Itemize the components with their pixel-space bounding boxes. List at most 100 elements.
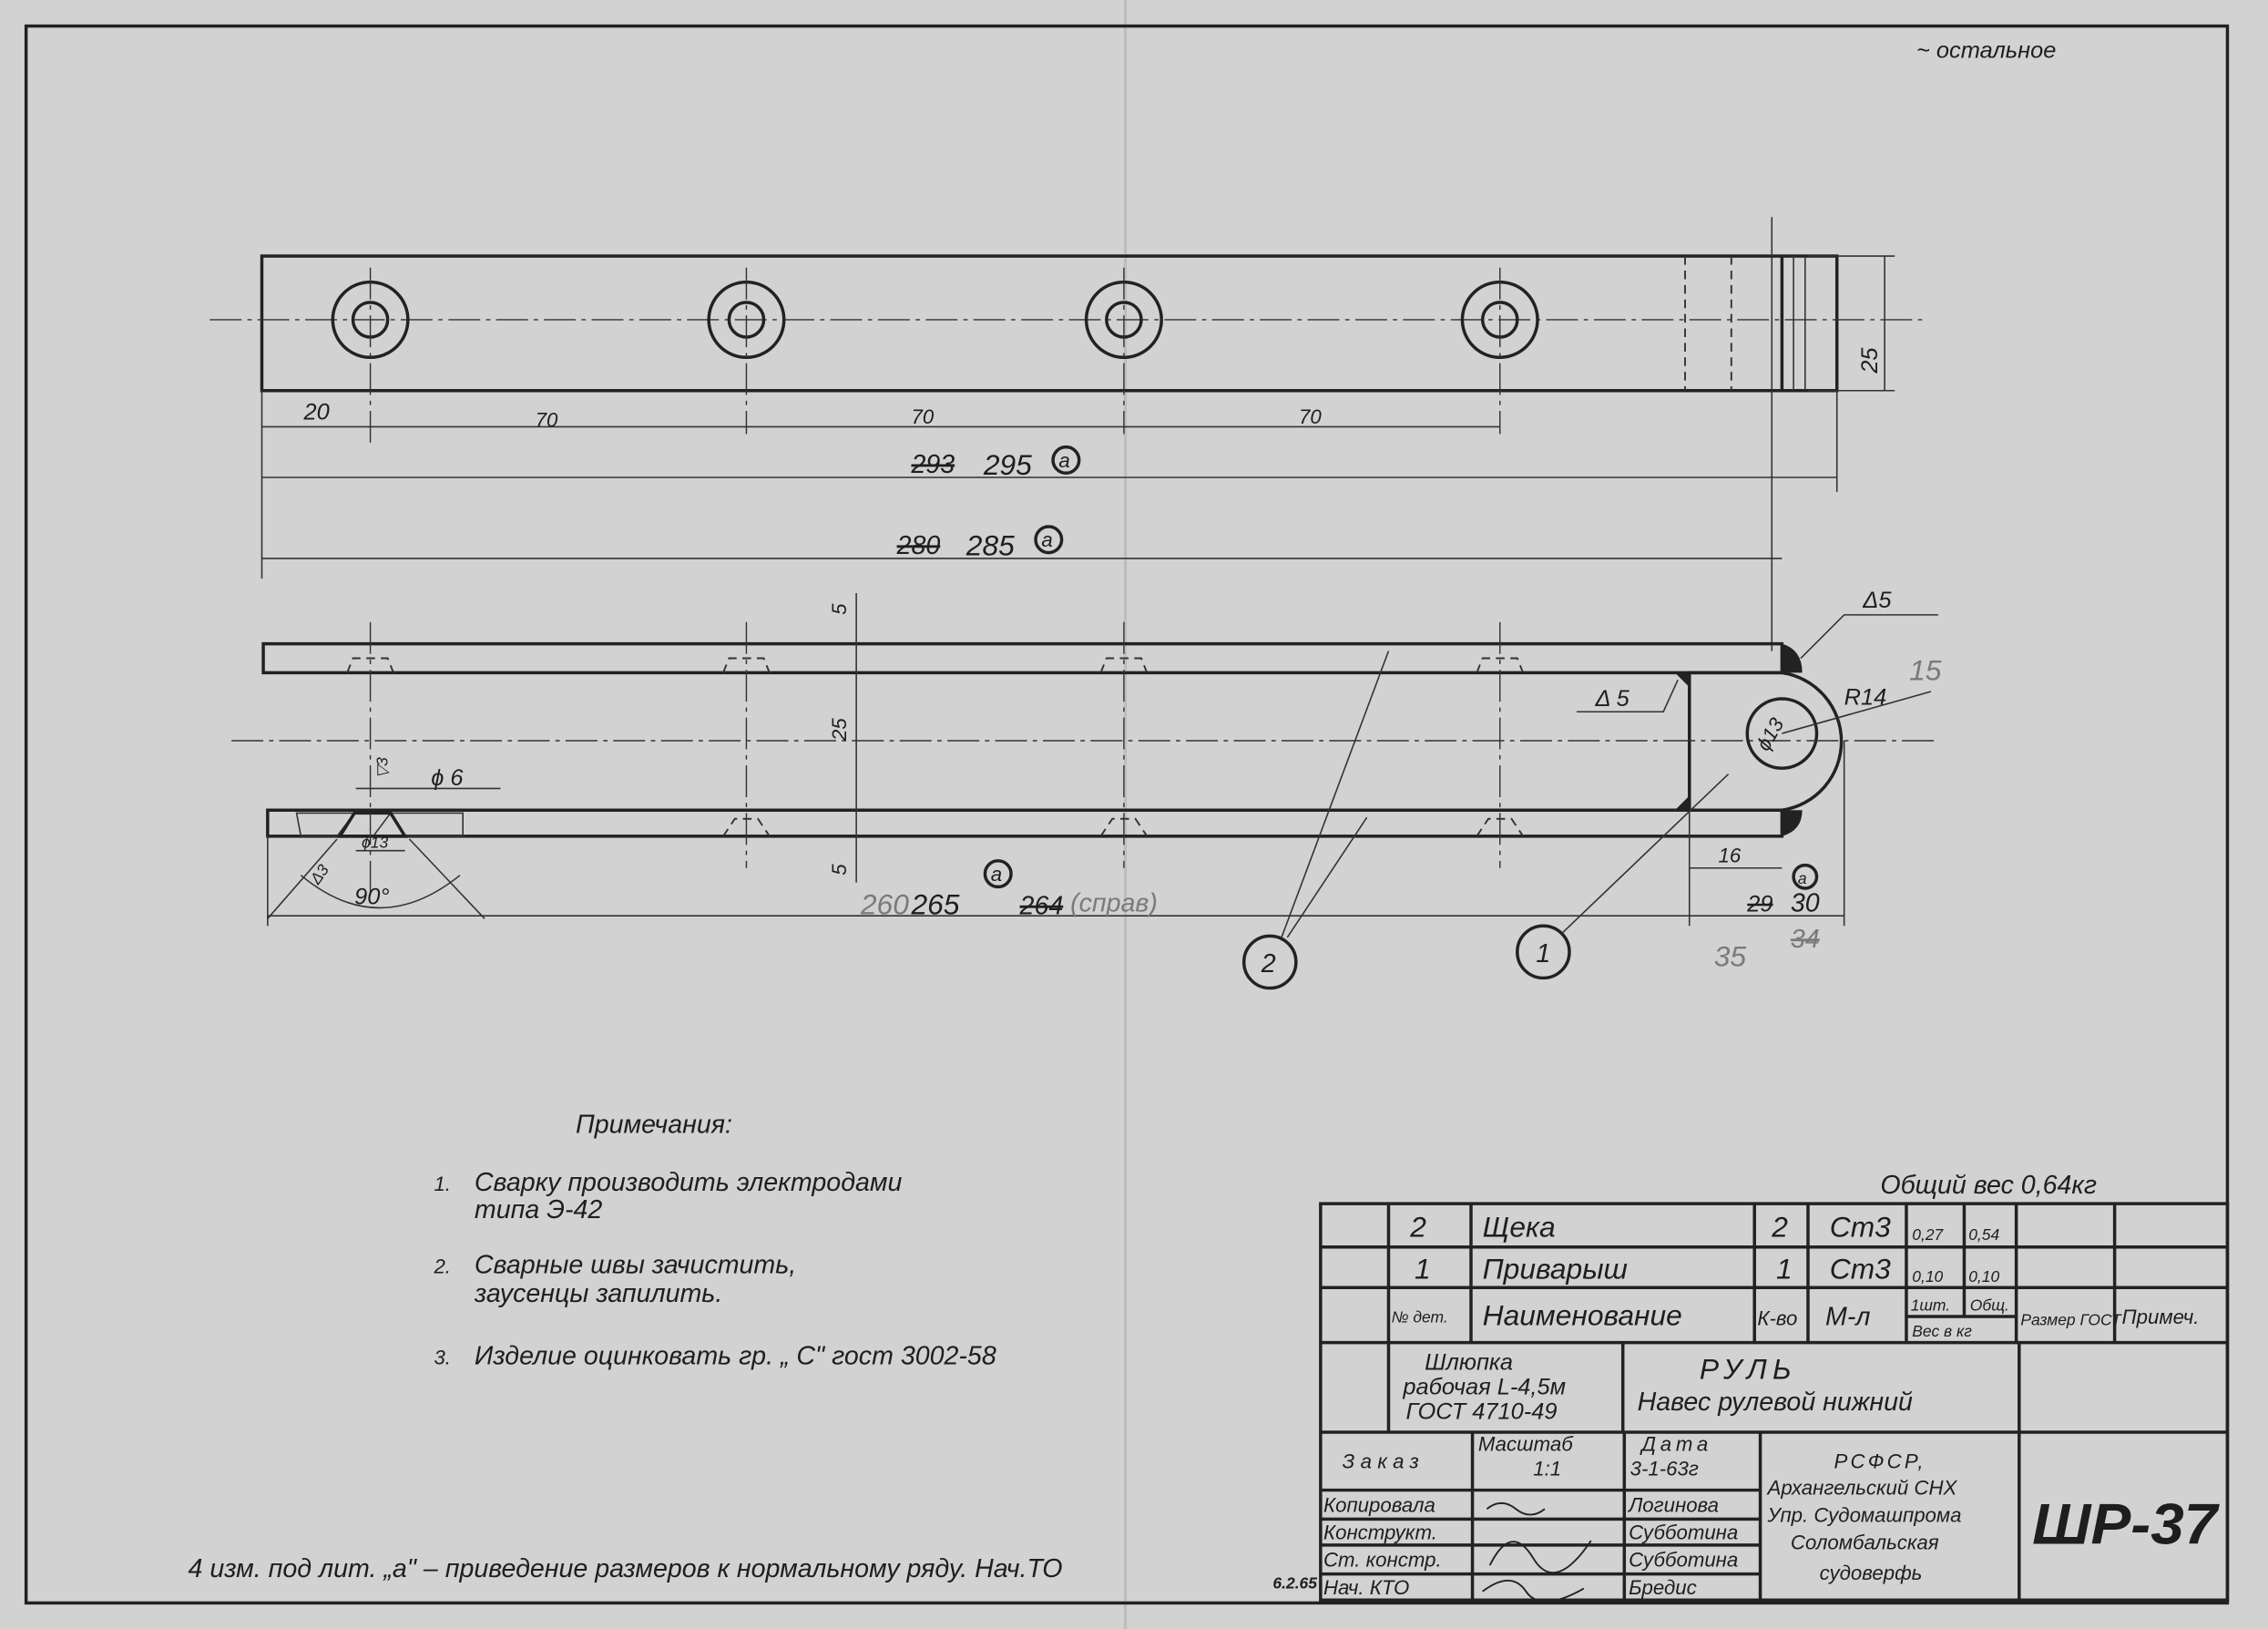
signatures: Копировала Логинова Конструкт. Субботина… [1323,1493,1738,1603]
svg-text:судоверфь: судоверфь [1820,1562,1923,1584]
svg-text:Сварку производить электрод: Сварку производить электродами [475,1168,903,1197]
corner-note: ~ остальное [1916,38,2056,64]
parts-row: 1 Приварыш 1 Ст3 0,10 0,10 [1415,1253,1999,1286]
dim-25: 25 [828,718,851,742]
dim-20: 20 [303,399,330,425]
svg-text:РСФСР,: РСФСР, [1834,1450,1926,1473]
drawing-border [24,24,2230,1605]
svg-text:Ст. констр.: Ст. констр. [1323,1549,1442,1572]
svg-text:a: a [991,863,1002,886]
dim-cs-bottom: ϕ13 [362,834,388,852]
pencil-correction: 34 [1791,925,1820,954]
svg-text:1.: 1. [434,1173,451,1195]
revision-date: 6.2.65 [1272,1574,1317,1593]
pencil-correction: 15 [1909,653,1942,686]
svg-text:Бредис: Бредис [1629,1576,1697,1599]
svg-text:1:1: 1:1 [1533,1458,1561,1480]
dim-16: 16 [1719,844,1742,866]
dim-70: 70 [1299,405,1322,428]
svg-text:Конструкт.: Конструкт. [1323,1521,1437,1544]
svg-text:заусенцы запилить.: заусенцы запилить. [474,1279,722,1308]
dim-30: 30 [1791,888,1820,917]
svg-text:рабочая L-4,5м: рабочая L-4,5м [1402,1375,1566,1400]
dim-265: 265 [910,888,959,921]
svg-text:Щека: Щека [1483,1211,1556,1244]
dim-old: 29 [1746,891,1773,917]
weld-symbol: Δ5 [1862,588,1892,613]
svg-text:Наименование: Наименование [1483,1299,1682,1332]
dim-70: 70 [911,405,934,428]
parts-row: 2 Щека 2 Ст3 0,27 0,54 [1409,1211,1999,1244]
svg-text:3-1-63г: 3-1-63г [1630,1458,1699,1480]
dim-285: 285 [965,529,1015,562]
drawing-number: ШР-37 [2032,1492,2220,1556]
dim-25: 25 [1857,347,1883,374]
svg-text:Соломбальская: Соломбальская [1791,1532,1939,1554]
svg-text:Примеч.: Примеч. [2122,1306,2200,1328]
dim-angle: 90° [354,884,389,909]
svg-text:2: 2 [1261,949,1276,978]
dim-depth: ▽3 [373,757,392,778]
product-name: Шлюпка [1425,1350,1513,1376]
svg-text:1шт.: 1шт. [1911,1296,1950,1315]
pencil-correction: 35 [1714,940,1747,973]
svg-text:Общ.: Общ. [1970,1296,2009,1315]
parts-header: № дет. Наименование К-во М-л 1шт. Общ. В… [1392,1296,2200,1341]
drawing-subtitle: Навес рулевой нижний [1638,1388,1913,1417]
svg-text:0,10: 0,10 [1912,1267,1943,1286]
pencil-note: (справ) [1070,888,1158,917]
svg-text:0,10: 0,10 [1968,1267,1999,1286]
balloon-2: 2 [1241,651,1390,990]
notes: Примечания: 1. Сварку производить электр… [433,1110,996,1370]
weld-symbol: Δ 5 [1595,686,1630,712]
dim-5: 5 [828,864,851,876]
svg-text:К-во: К-во [1757,1307,1797,1330]
svg-text:1: 1 [1776,1253,1793,1286]
svg-text:Дата: Дата [1639,1433,1712,1456]
dim-old: 264 [1019,892,1064,921]
title-block: 2 Щека 2 Ст3 0,27 0,54 1 Приварыш 1 Ст3 … [1319,1202,2230,1603]
dim-5: 5 [828,603,851,615]
svg-text:2.: 2. [433,1255,451,1277]
svg-text:a: a [1041,528,1052,551]
svg-text:1: 1 [1415,1253,1431,1286]
svg-text:типа Э-42: типа Э-42 [475,1195,602,1224]
top-view: 20 70 70 70 25 293 295 a 280 285 a [209,217,1925,651]
svg-text:0,54: 0,54 [1968,1225,1999,1244]
svg-text:Копировала: Копировала [1323,1493,1435,1516]
dim-countersink: ϕ 6 [431,765,464,791]
dim-old: 280 [896,531,941,560]
svg-text:Размер ГОСТ: Размер ГОСТ [2020,1311,2122,1329]
svg-text:Субботина: Субботина [1629,1549,1738,1572]
notes-title: Примечания: [576,1110,732,1139]
dim-295: 295 [983,448,1032,481]
svg-text:Ст3: Ст3 [1830,1211,1891,1244]
svg-text:Изделие оцинковать гр. „ С": Изделие оцинковать гр. „ С" гост 3002-58 [475,1341,996,1370]
svg-text:Сварные швы зачистить,: Сварные швы зачистить, [475,1250,796,1279]
total-weight: Общий вес 0,64кг [1880,1171,2097,1200]
svg-text:Логинова: Логинова [1627,1493,1719,1516]
svg-text:Масштаб: Масштаб [1478,1433,1574,1456]
svg-text:Приварыш: Приварыш [1483,1253,1628,1286]
svg-text:2: 2 [1771,1211,1788,1244]
svg-text:М-л: М-л [1825,1303,1870,1332]
revision-note: 4 изм. под лит. „а" – приведение размеро… [188,1554,1062,1583]
dim-70: 70 [536,408,558,431]
svg-text:Архангельский СНХ: Архангельский СНХ [1766,1476,1958,1499]
svg-text:Нач. КТО: Нач. КТО [1323,1576,1409,1599]
front-view: 5 25 5 Δ5 Δ 5 R14 15 ϕ13 ϕ 6 ▽3 ϕ13 Δ3 9… [231,588,1942,990]
svg-text:Вес в кг: Вес в кг [1912,1322,1972,1340]
hole-marks [331,267,1539,449]
dim-old: 293 [910,450,955,479]
svg-text:1: 1 [1536,939,1550,968]
svg-text:Ст3: Ст3 [1830,1253,1891,1286]
balloon-1: 1 [1516,773,1730,980]
svg-text:0,27: 0,27 [1912,1225,1944,1244]
svg-text:Субботина: Субботина [1629,1521,1738,1544]
svg-text:Заказ: Заказ [1343,1450,1425,1473]
svg-text:ГОСТ 4710-49: ГОСТ 4710-49 [1406,1399,1558,1425]
svg-text:a: a [1058,449,1069,472]
pencil-correction: 260 [860,888,909,921]
drawing-title: РУЛЬ [1700,1352,1797,1385]
